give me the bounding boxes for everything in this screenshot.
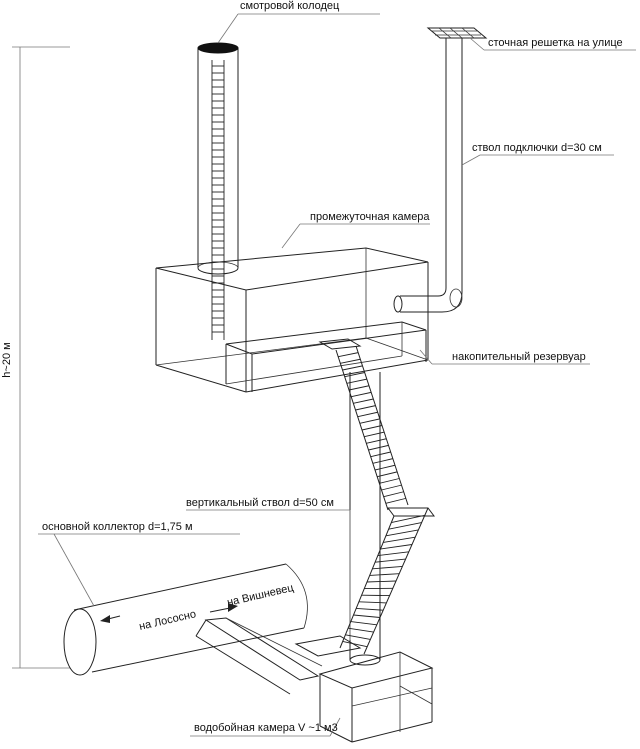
ladder-rung [373, 459, 393, 464]
direction-vishnevets: на Вишневец [226, 582, 296, 609]
ladder-rung [343, 641, 368, 646]
ladder-rung [372, 566, 402, 568]
ladder-rung [371, 452, 391, 457]
ladder-rung [382, 485, 402, 490]
manhole-cover [198, 43, 238, 53]
main-collector-label: основной коллектор d=1,75 м [42, 521, 193, 533]
ladder-rung [345, 635, 370, 640]
manhole-label: смотровой колодец [240, 0, 340, 12]
ladder-rung [386, 498, 406, 503]
ladder-rung [351, 622, 377, 625]
height-label: h~20 м [1, 342, 13, 377]
upper-ladder-rungs [338, 353, 406, 504]
ladder-rung [348, 628, 374, 632]
ladder-rung [351, 392, 371, 396]
ladder-rung [369, 445, 389, 450]
direction-lososno: на Лососно [138, 608, 197, 633]
ladder-rung [386, 530, 419, 536]
ladder-rung [354, 615, 381, 618]
ladder-rung [375, 465, 395, 470]
manhole-ladder [212, 60, 224, 340]
ladder-rung [359, 602, 387, 603]
ladder-rung [389, 523, 422, 530]
ladder-rung [360, 419, 380, 423]
lower-inclined-ladder [340, 508, 434, 654]
ladder-rung [383, 537, 415, 542]
lower-ladder-rungs [343, 515, 425, 646]
intermediate-chamber-label: промежуточная камера [310, 211, 430, 223]
ladder-rung [366, 439, 386, 444]
ladder-rung [349, 386, 369, 390]
ladder-rung [384, 492, 404, 497]
vertical-shaft [350, 372, 380, 665]
inlet-channel [196, 618, 360, 694]
storage-tank [226, 322, 426, 392]
intermediate-chamber [156, 248, 428, 392]
ladder-rung [353, 399, 373, 403]
street-grate [428, 28, 486, 38]
ladder-rung [370, 574, 400, 576]
vertical-shaft-label: вертикальный ствол d=50 см [186, 497, 334, 509]
manhole-shaft [198, 43, 238, 340]
ladder-rung [356, 406, 376, 410]
connection-shaft-label: ствол подключки d=30 см [472, 142, 602, 154]
street-grate-label: сточная решетка на улице [488, 37, 623, 49]
ladder-rung [379, 479, 399, 484]
ladder-rung [338, 353, 358, 357]
height-dimension: h~20 м [1, 47, 70, 668]
ladder-rung [364, 432, 384, 437]
arrow-right [210, 608, 230, 612]
ladder-rung [362, 426, 382, 431]
arrow-left-head [100, 615, 110, 623]
ladder-rung [343, 366, 363, 370]
energy-dissipation-chamber-label: водобойная камера V ~1 м3 [194, 722, 338, 734]
ladder-rung [367, 581, 396, 582]
ladder-rung [356, 608, 383, 610]
storage-tank-label: накопительный резервуар [452, 351, 586, 363]
ladder-rung [381, 545, 413, 550]
ladder-rung [358, 412, 378, 416]
ladder-rung [378, 552, 409, 556]
upper-inclined-ladder [336, 346, 408, 510]
